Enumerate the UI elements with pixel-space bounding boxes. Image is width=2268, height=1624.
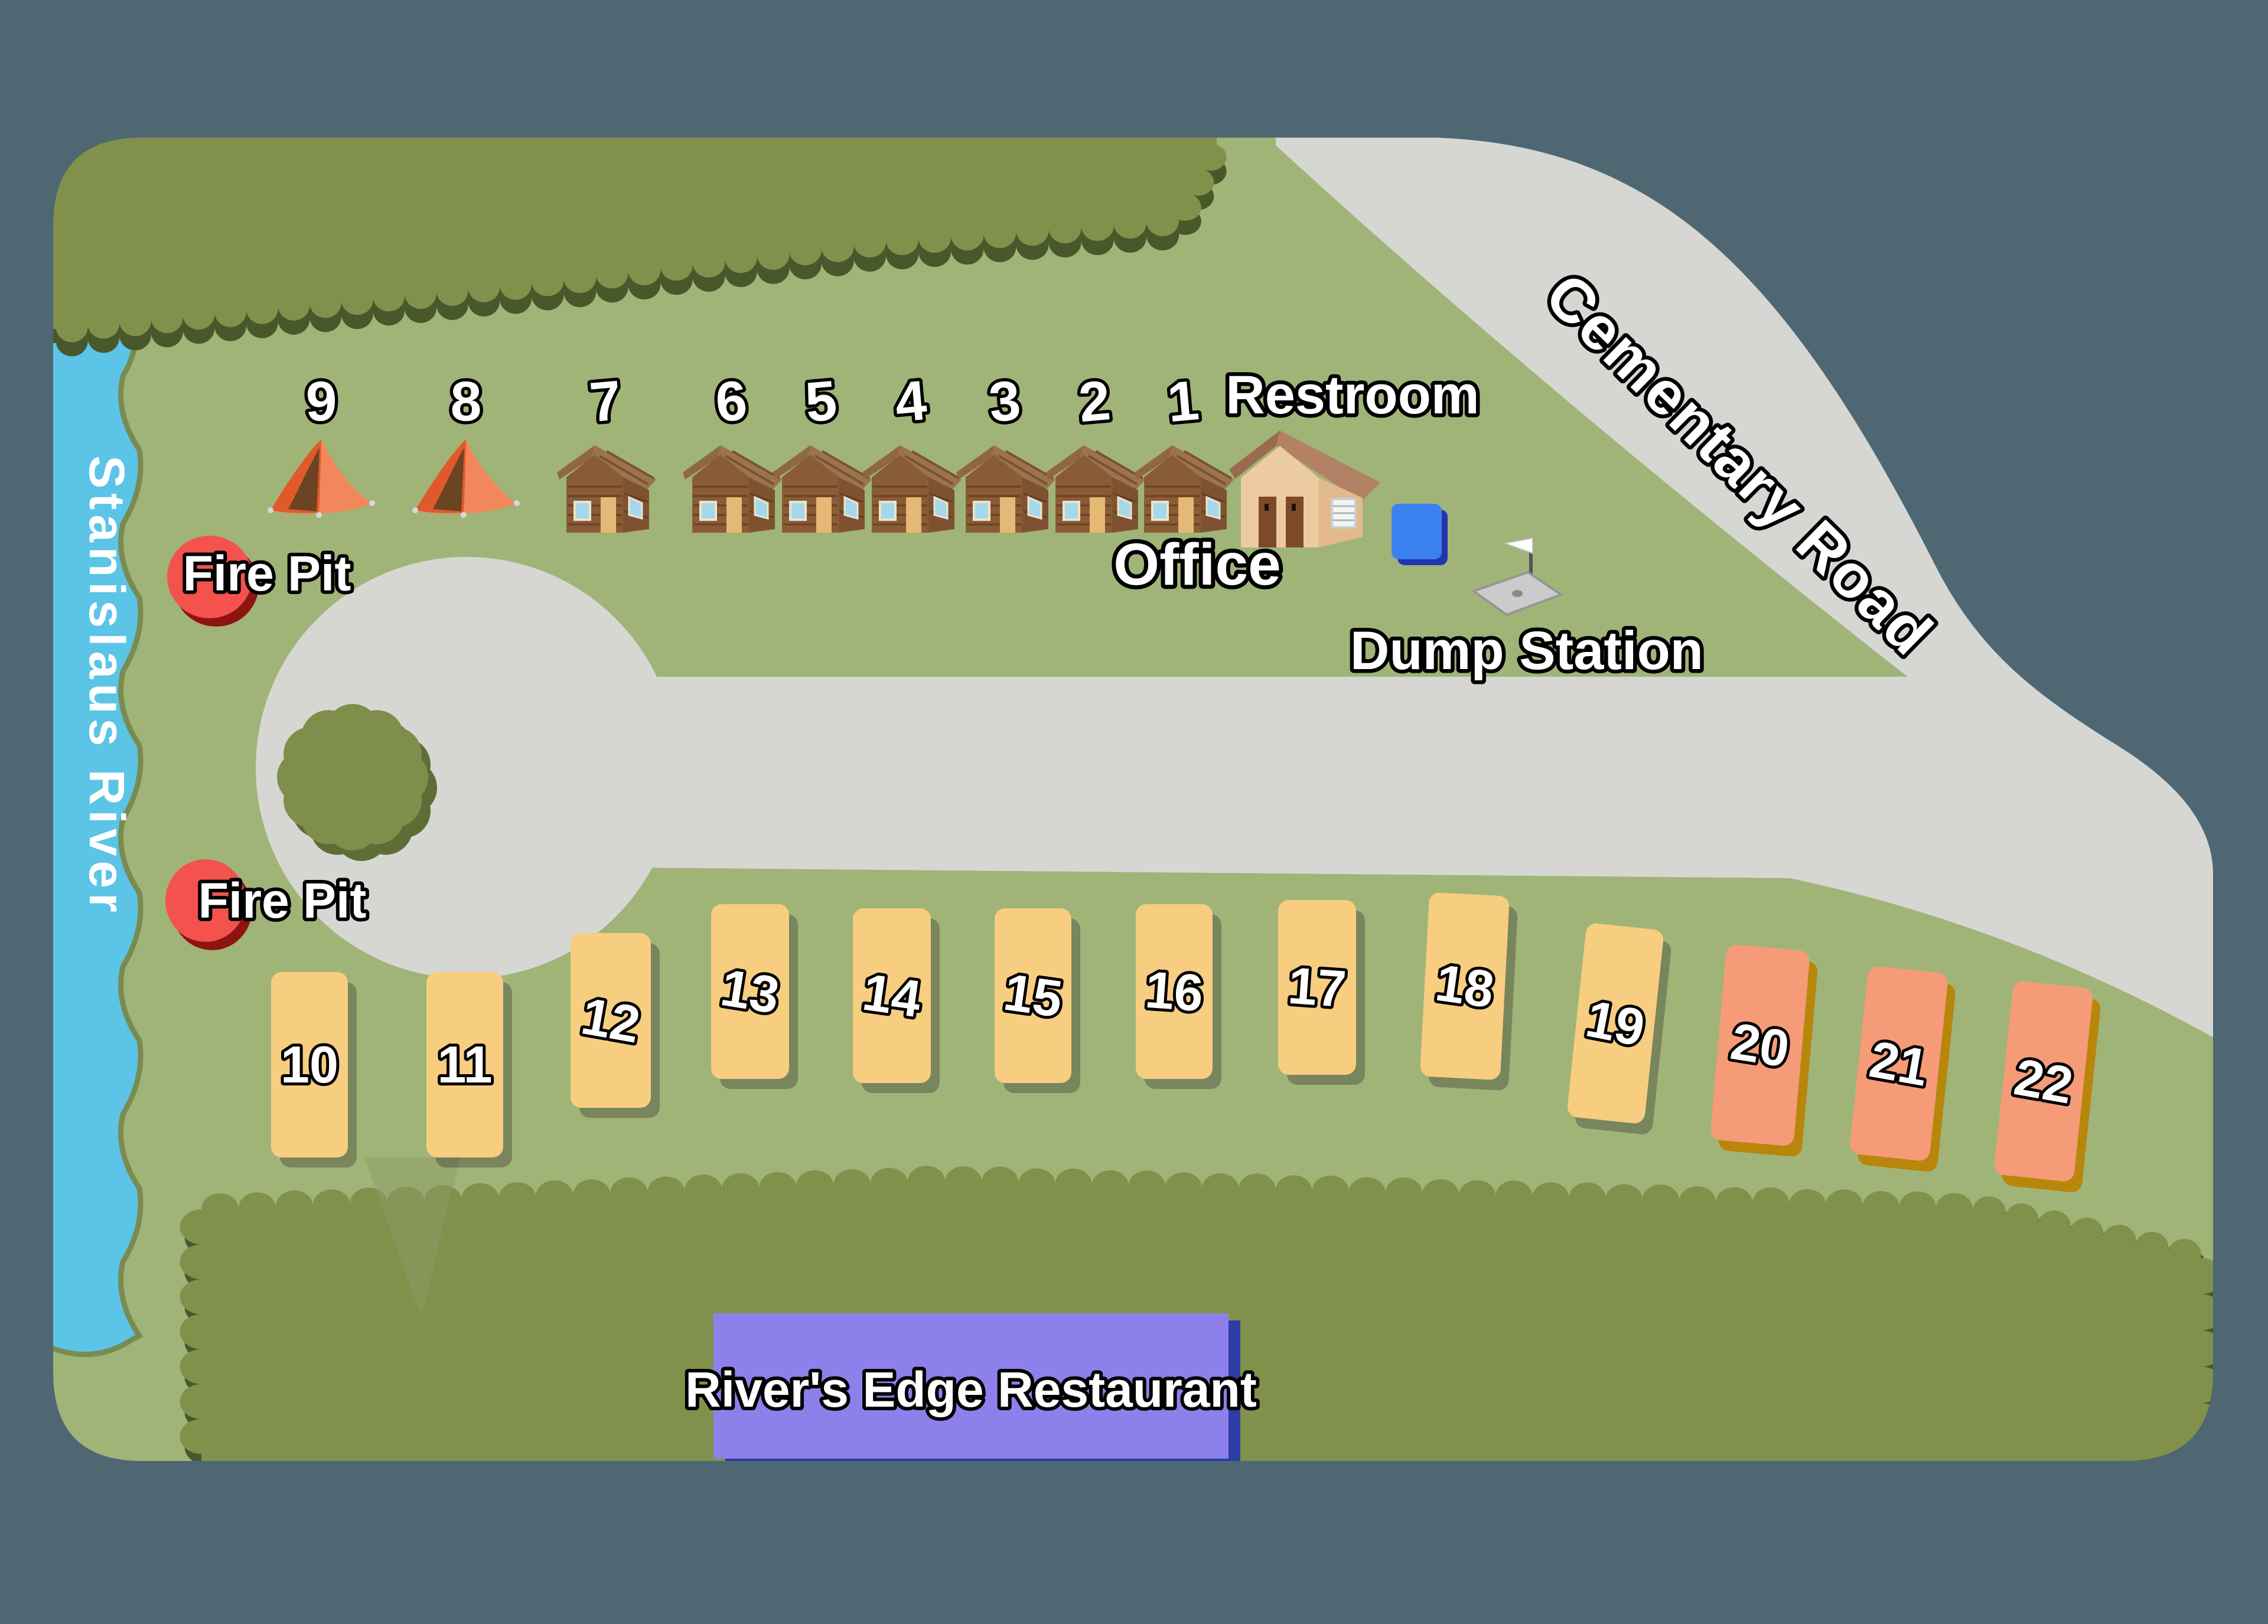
- rv-site-10[interactable]: 10: [271, 972, 357, 1168]
- restroom-label: Restroom: [1226, 365, 1479, 425]
- rv-site-16[interactable]: 16: [1136, 904, 1221, 1089]
- rv-site-number: 13: [717, 958, 783, 1025]
- top-hedge: [53, 138, 1227, 343]
- tree-canopy: [277, 704, 428, 850]
- rv-pad: [426, 972, 503, 1157]
- rv-site-20[interactable]: 20: [1709, 944, 1819, 1157]
- rv-site-13[interactable]: 13: [711, 904, 798, 1089]
- cabin-site-number: 4: [892, 369, 929, 434]
- rv-site-18[interactable]: 18: [1419, 892, 1518, 1091]
- rv-pad: [271, 972, 348, 1157]
- cabin-site-number: 6: [713, 369, 750, 434]
- rv-pad: [1420, 892, 1510, 1080]
- structures: [165, 429, 1562, 1466]
- rv-site-number: 14: [859, 963, 925, 1029]
- rv-pad: [1710, 944, 1810, 1146]
- restaurant-block[interactable]: [713, 1313, 1240, 1466]
- rv-pad: [1278, 900, 1356, 1075]
- rv-pad: [711, 904, 789, 1079]
- rv-site-number: 20: [1727, 1012, 1793, 1078]
- rv-site-19[interactable]: 19: [1565, 922, 1673, 1135]
- cabin-site-number: 2: [1076, 369, 1113, 434]
- rv-pad: [853, 908, 931, 1083]
- rv-site-number: 17: [1286, 956, 1348, 1019]
- cabin-site-7[interactable]: 7: [556, 366, 657, 534]
- tent-site-number: 8: [451, 370, 482, 433]
- rv-pad: [1850, 966, 1948, 1161]
- fire-pit-lower[interactable]: [165, 859, 252, 950]
- cabin-site-number: 1: [1165, 369, 1201, 434]
- tent-site-8[interactable]: 8: [412, 367, 520, 518]
- rv-pad: [571, 933, 651, 1108]
- tent-site-9[interactable]: 9: [268, 367, 375, 518]
- cabin-site-number: 7: [587, 369, 624, 434]
- rv-site-number: 10: [281, 1035, 338, 1094]
- tent-site-number: 9: [306, 370, 337, 433]
- rv-pad: [1567, 923, 1664, 1124]
- river-label: Stanislaus River: [79, 455, 135, 917]
- tree: [277, 704, 437, 861]
- rv-site-11[interactable]: 11: [426, 972, 512, 1168]
- rv-site-22[interactable]: 22: [1992, 980, 2102, 1193]
- river-stanislaus: [53, 285, 144, 1357]
- rv-site-number: 21: [1865, 1029, 1933, 1097]
- fire-pit-upper[interactable]: [167, 536, 259, 627]
- cabin-site-number: 3: [986, 369, 1023, 434]
- rv-site-number: 15: [1001, 963, 1066, 1029]
- restaurant-label: River's Edge Restaurant: [685, 1362, 1257, 1417]
- rv-pad: [1136, 904, 1213, 1079]
- rv-site-15[interactable]: 15: [995, 908, 1080, 1093]
- rv-site-number: 19: [1582, 989, 1650, 1058]
- rv-pad: [1994, 981, 2093, 1182]
- dump-station-label: Dump Station: [1350, 621, 1703, 681]
- cabin-site-number: 5: [803, 369, 839, 434]
- rv-site-number: 22: [2010, 1047, 2077, 1114]
- fire-pit-upper-label: Fire Pit: [183, 546, 351, 601]
- road-cul-de-sac: [256, 557, 677, 979]
- rv-site-14[interactable]: 14: [853, 908, 940, 1093]
- path-triangle-mark: [364, 1157, 460, 1317]
- rv-pad: [995, 908, 1071, 1083]
- rv-site-12[interactable]: 12: [571, 933, 660, 1118]
- rv-site-number: 12: [577, 986, 644, 1054]
- office-label: Office: [1113, 531, 1280, 598]
- rv-site-number: 11: [437, 1035, 492, 1094]
- rv-site-number: 18: [1432, 953, 1498, 1019]
- rv-site-number: 16: [1143, 960, 1205, 1023]
- fire-pit-lower-label: Fire Pit: [198, 873, 367, 928]
- office-marker[interactable]: [1392, 504, 1448, 565]
- rv-site-17[interactable]: 17: [1278, 900, 1365, 1085]
- rv-site-21[interactable]: 21: [1848, 966, 1957, 1173]
